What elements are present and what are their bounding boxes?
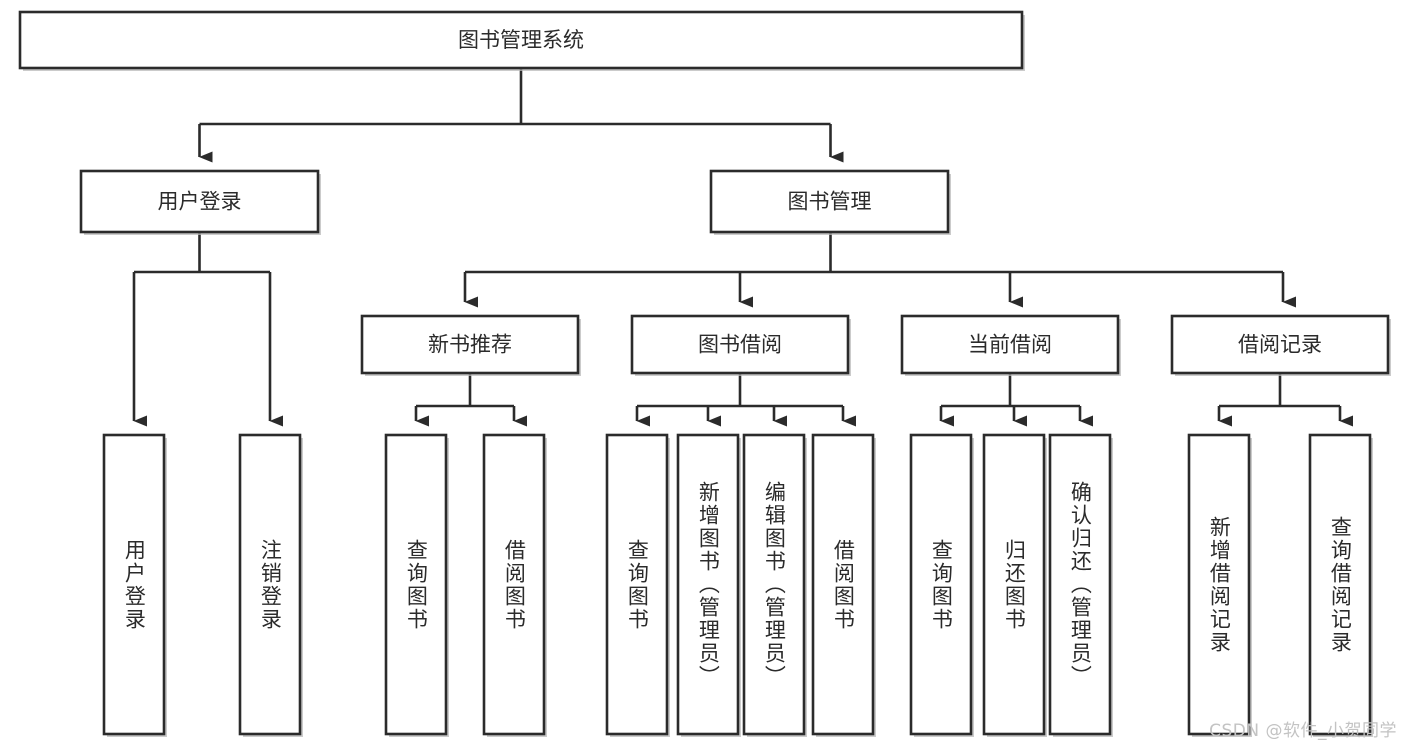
node-label: 借阅记录 <box>1238 333 1322 357</box>
node-leaf-user-logout[interactable] <box>238 433 303 737</box>
watermark: CSDN @软件_小贺同学 <box>1209 721 1397 741</box>
node-rect <box>709 169 950 234</box>
node-label: 用户登录 <box>158 190 242 214</box>
node-label: 图书管理系统 <box>458 28 584 52</box>
node-leaf-bb-edit[interactable] <box>742 433 807 737</box>
node-borrow-record[interactable] <box>1170 314 1391 376</box>
node-rect <box>630 314 850 375</box>
node-current-borrow[interactable] <box>900 314 1121 376</box>
node-rect <box>360 314 580 375</box>
connector-layer <box>132 68 1353 427</box>
node-leaf-bb-query[interactable] <box>605 433 670 737</box>
node-leaf-cb-query[interactable] <box>909 433 974 737</box>
node-leaf-br-query[interactable] <box>1308 433 1373 737</box>
node-leaf-cb-confirm[interactable] <box>1048 433 1113 737</box>
node-rect <box>18 10 1024 70</box>
node-rect <box>1187 433 1251 736</box>
node-rect <box>102 433 166 736</box>
node-new-book-rec[interactable] <box>360 314 581 376</box>
node-rect <box>482 433 546 736</box>
node-leaf-bb-borrow[interactable] <box>811 433 876 737</box>
node-rect <box>676 433 740 736</box>
node-rect <box>384 433 448 736</box>
node-rect <box>742 433 806 736</box>
node-rect <box>1170 314 1390 375</box>
node-label: 图书借阅 <box>698 333 782 357</box>
node-leaf-br-add[interactable] <box>1187 433 1252 737</box>
node-rect <box>605 433 669 736</box>
node-leaf-user-login[interactable] <box>102 433 167 737</box>
node-rect <box>982 433 1046 736</box>
node-rect <box>1308 433 1372 736</box>
node-rect <box>900 314 1120 375</box>
node-label: 新书推荐 <box>428 333 512 357</box>
node-rect <box>811 433 875 736</box>
node-rect <box>238 433 302 736</box>
node-leaf-rec-query[interactable] <box>384 433 449 737</box>
node-label: 当前借阅 <box>968 333 1052 357</box>
node-rect <box>79 169 320 234</box>
node-leaf-cb-return[interactable] <box>982 433 1047 737</box>
node-user-login[interactable] <box>79 169 321 235</box>
node-book-borrow[interactable] <box>630 314 851 376</box>
node-leaf-bb-add[interactable] <box>676 433 741 737</box>
node-book-manage[interactable] <box>709 169 951 235</box>
node-label: 图书管理 <box>788 190 872 214</box>
node-rect <box>1048 433 1112 736</box>
node-root-book-management-system[interactable] <box>18 10 1025 71</box>
node-leaf-rec-borrow[interactable] <box>482 433 547 737</box>
node-rect <box>909 433 973 736</box>
